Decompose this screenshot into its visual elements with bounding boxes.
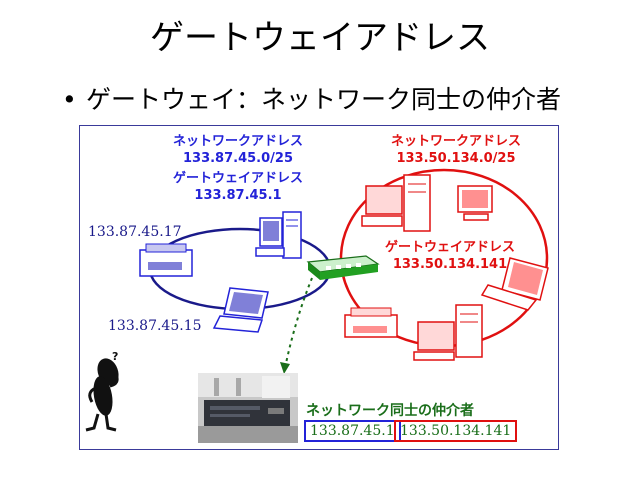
right-desktop-pc-bottom-icon: [413, 304, 483, 361]
left-network-address: 133.87.45.0/25: [182, 151, 294, 166]
bullet-dot-icon: •: [62, 85, 77, 114]
right-desktop-pc-top-icon: [361, 174, 431, 232]
left-laptop-icon: [212, 287, 269, 333]
gateway-left-ip-box: 133.87.45.1: [304, 420, 401, 442]
left-printer-icon: [139, 243, 193, 277]
gateway-device-photo: [198, 373, 298, 443]
right-printer-icon: [344, 307, 398, 338]
right-network-address: 133.50.134.0/25: [396, 151, 516, 166]
right-gateway-label: ゲートウェイアドレス: [384, 240, 515, 255]
bullet-text: ゲートウェイ：ネットワーク同士の仲介者: [86, 85, 562, 114]
left-desktop-pc-icon: [255, 211, 302, 259]
right-laptop-icon: [480, 257, 549, 311]
thinking-figure-icon: ?: [85, 350, 119, 432]
gateway-pointer-arrow: [284, 277, 313, 369]
left-gateway-address: 133.87.45.1: [194, 188, 282, 203]
bullet-point: • ゲートウェイ：ネットワーク同士の仲介者: [62, 85, 561, 115]
left-network-label: ネットワークアドレス: [172, 134, 303, 149]
slide-title: ゲートウェイアドレス: [150, 18, 490, 58]
right-gateway-address: 133.50.134.141: [392, 257, 508, 272]
svg-text:?: ?: [112, 350, 118, 363]
gateway-right-ip-box: 133.50.134.141: [394, 420, 518, 442]
left-host-2-ip: 133.87.45.15: [108, 318, 202, 334]
gateway-hub-icon: [306, 255, 380, 280]
diagram-frame: [79, 125, 559, 450]
gateway-mediator-title: ネットワーク同士の仲介者: [306, 403, 474, 419]
left-gateway-label: ゲートウェイアドレス: [172, 171, 303, 186]
left-host-1-ip: 133.87.45.17: [88, 224, 182, 240]
right-network-label: ネットワークアドレス: [390, 134, 521, 149]
arrow-head-icon: [280, 362, 290, 374]
right-monitor-icon: [457, 185, 493, 221]
